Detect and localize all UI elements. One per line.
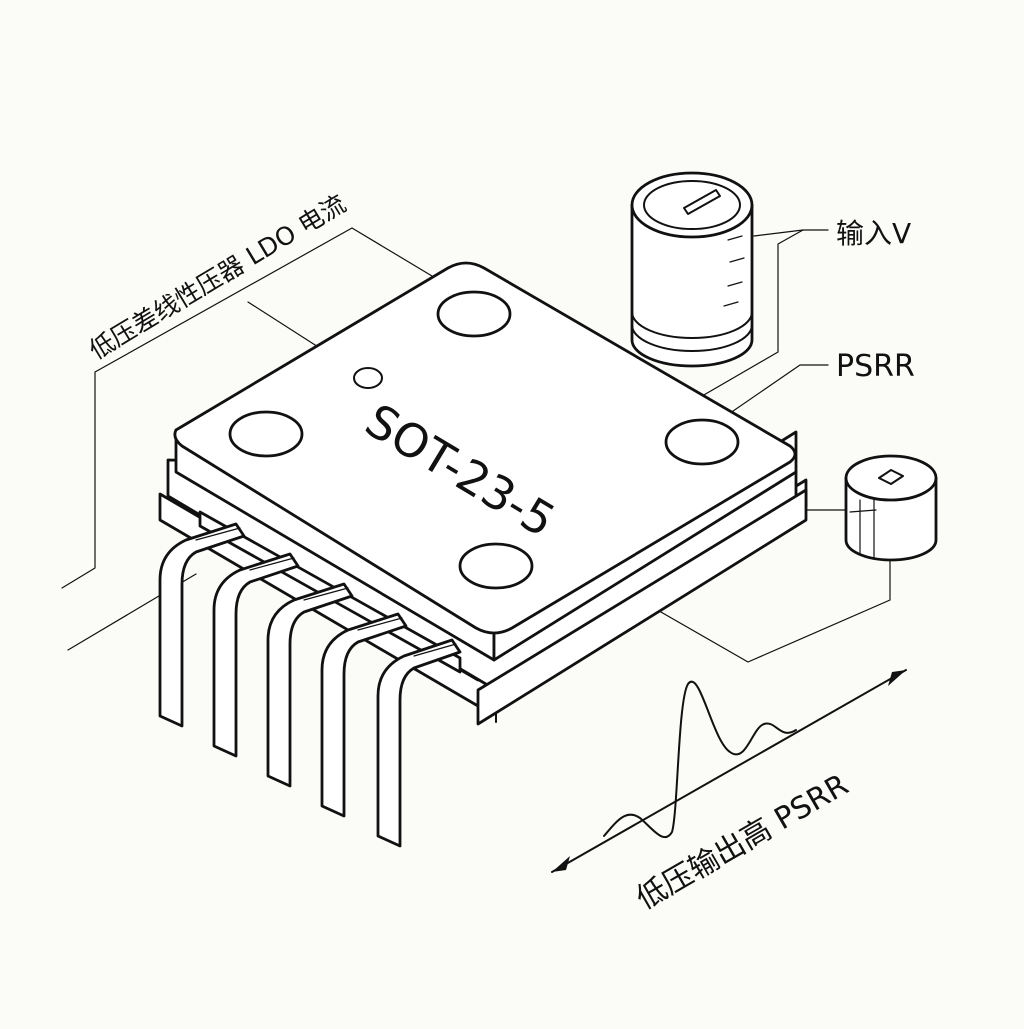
leader-psrr (719, 364, 829, 421)
lead-3 (266, 582, 354, 788)
large-capacitor-icon (630, 171, 754, 368)
leader-lines (61, 227, 891, 663)
waveform-curve (603, 680, 797, 839)
lead-1 (158, 522, 246, 728)
label-ldo-title: 低压差线性压器 LDO 电流 (84, 189, 351, 365)
label-output-psrr: 低压输出高 PSRR (631, 767, 855, 916)
label-psrr: PSRR (836, 349, 915, 384)
lead-5 (376, 638, 462, 848)
ic-chip-icon (158, 261, 808, 726)
pin-one-marker (353, 367, 383, 389)
mount-hole-top (436, 290, 512, 338)
lead-4 (320, 612, 408, 818)
lead-2 (212, 552, 300, 758)
waveform-axis (551, 669, 907, 873)
leader-input-v (639, 229, 829, 433)
mount-hole-bottom (458, 542, 534, 590)
axis-arrow-left (552, 856, 570, 872)
mount-hole-left (228, 410, 304, 458)
label-input-v: 输入V (836, 217, 911, 250)
chip-leads (158, 510, 462, 848)
small-capacitor-icon (844, 454, 938, 562)
waveform-icon (551, 669, 907, 873)
leader-input-v-cap (753, 229, 804, 237)
mount-hole-right (664, 418, 740, 466)
leader-small-cap-bottom (639, 559, 891, 663)
leader-label-vertical (61, 227, 353, 589)
axis-arrow-right (888, 670, 906, 686)
leader-label-to-chip (351, 227, 433, 277)
